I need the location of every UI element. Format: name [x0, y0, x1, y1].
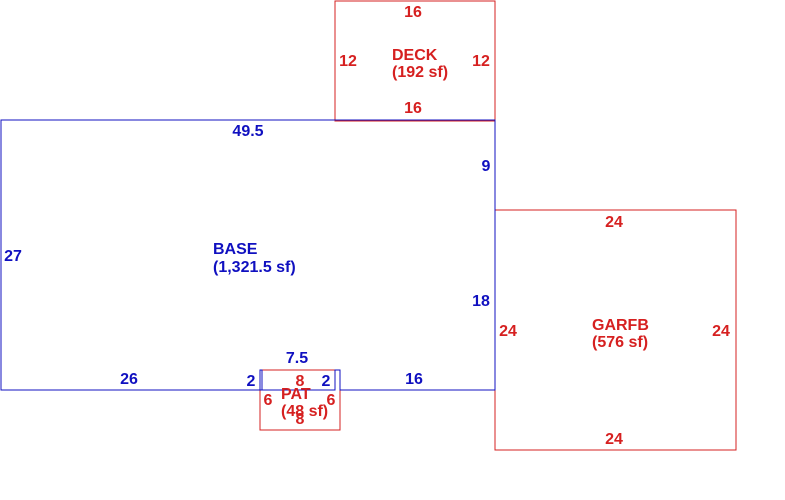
patio-name: PAT [281, 386, 311, 403]
garage-dim-right: 24 [712, 323, 730, 340]
deck-dim-top: 16 [404, 4, 422, 21]
garage-area: (576 sf) [592, 334, 648, 351]
base-dim-notch-left: 2 [247, 373, 256, 390]
base-dim-bottom-left: 26 [120, 371, 138, 388]
patio-dim-right: 6 [327, 392, 336, 409]
base-outline [0, 119, 496, 391]
deck-dim-right: 12 [472, 53, 490, 70]
base-area: (1,321.5 sf) [213, 259, 296, 276]
deck-outline [334, 0, 496, 122]
patio-outline [259, 369, 341, 431]
deck-dim-bottom: 16 [404, 100, 422, 117]
base-dim-right-lower: 18 [472, 293, 490, 310]
deck-name: DECK [392, 47, 438, 64]
base-dim-left: 27 [4, 248, 22, 265]
base-dim-notch-right: 2 [322, 373, 331, 390]
garage-dim-bottom: 24 [605, 431, 623, 448]
patio-dim-bottom: 8 [296, 411, 305, 428]
base-dim-bottom-right: 16 [405, 371, 423, 388]
patio-dim-left: 6 [264, 392, 273, 409]
deck-dim-left: 12 [339, 53, 357, 70]
garage-dim-top: 24 [605, 214, 623, 231]
garage-name: GARFB [592, 317, 649, 334]
patio-dim-top: 8 [296, 373, 305, 390]
patio-area: (48 sf) [281, 403, 328, 420]
base-name: BASE [213, 241, 258, 258]
base-dim-right-upper: 9 [482, 158, 491, 175]
base-dim-notch-top: 7.5 [286, 350, 308, 367]
deck-area: (192 sf) [392, 64, 448, 81]
garage-dim-left: 24 [499, 323, 517, 340]
base-dim-top: 49.5 [232, 123, 263, 140]
